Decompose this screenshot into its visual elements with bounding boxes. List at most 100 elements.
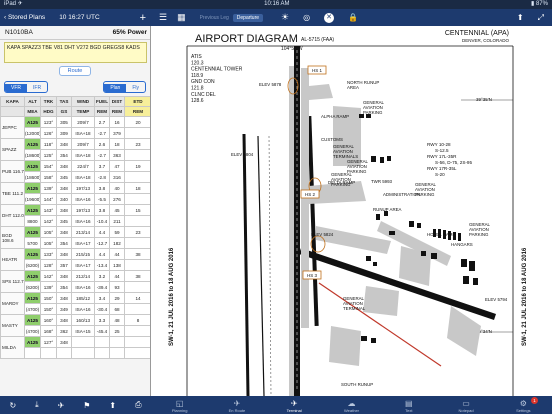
- departure-button[interactable]: Departure: [232, 13, 264, 22]
- plan-option[interactable]: Plan: [104, 84, 127, 92]
- navlog-cell: 125°: [40, 149, 57, 161]
- hotspot-3[interactable]: HS 3: [307, 273, 318, 278]
- share-icon[interactable]: ⬆: [516, 13, 524, 22]
- fly-option[interactable]: Fly: [132, 85, 139, 91]
- airport-diagram-viewer[interactable]: AIRPORT DIAGRAM AL-5715 (FAA) CENTENNIAL…: [151, 26, 552, 396]
- aircraft-tail[interactable]: N1010BA: [5, 29, 33, 36]
- navlog-cell: 348: [56, 182, 72, 194]
- navlog-cell: [94, 347, 110, 359]
- waypoint-name[interactable]: DHT 112.0: [0, 204, 25, 227]
- navlog-cell: A125: [24, 182, 41, 194]
- navlog-cell: 348: [56, 248, 72, 260]
- hotspot-1[interactable]: HS 1: [312, 68, 323, 73]
- target-icon[interactable]: ◎: [303, 13, 311, 22]
- navlog-cell: 348: [56, 204, 72, 216]
- waypoint-name[interactable]: TBE 111.2: [0, 182, 25, 205]
- layers-icon[interactable]: ▦: [177, 12, 186, 22]
- tab-text[interactable]: ▤Text: [380, 396, 437, 414]
- previous-leg-button[interactable]: Previous Leg: [199, 14, 229, 21]
- table-row[interactable]: [1, 347, 150, 359]
- navlog-cell: -10.4: [94, 215, 110, 227]
- waypoint-name[interactable]: MASTY: [0, 314, 25, 337]
- tab-terminal[interactable]: ✈Terminal: [266, 396, 323, 414]
- download-icon[interactable]: ⤓: [35, 400, 39, 409]
- share-icon[interactable]: ⬆: [109, 400, 117, 410]
- waypoint-name[interactable]: HEATR: [0, 248, 25, 271]
- navlog-cell: 68: [109, 303, 125, 315]
- navlog-cell: 23: [124, 138, 150, 150]
- stored-plans-button[interactable]: ‹ Stored Plans: [4, 14, 46, 21]
- navlog-cell: A125: [24, 116, 41, 128]
- ifr-option[interactable]: IFR: [33, 85, 42, 91]
- flag-icon[interactable]: ⚑: [83, 400, 91, 410]
- navlog-cell: 48: [109, 314, 125, 326]
- waypoint-name[interactable]: SPS 112.7: [0, 270, 25, 293]
- tab-label: Weather: [343, 408, 359, 413]
- waypoint-name[interactable]: MARDY: [0, 292, 25, 315]
- navlog-cell: A125: [24, 270, 41, 282]
- navlog-cell: -30.4: [94, 303, 110, 315]
- print-icon[interactable]: ⎙: [135, 400, 142, 409]
- diagram-label-twr: TWR 5993: [371, 179, 393, 184]
- hotspot-2[interactable]: HS 2: [305, 192, 316, 197]
- navlog-cell: 348: [56, 138, 72, 150]
- close-icon[interactable]: ✕: [324, 12, 335, 23]
- navlog-cell: [124, 336, 150, 348]
- navlog-cell: (6200): [24, 281, 41, 293]
- navlog-cell: 18: [124, 182, 150, 194]
- fullscreen-icon[interactable]: ⤢: [537, 12, 544, 22]
- navlog-cell: REM: [124, 106, 150, 117]
- navlog-cell: [124, 237, 150, 249]
- navlog-cell: 197/13: [71, 182, 95, 194]
- route-button[interactable]: Route: [59, 66, 91, 76]
- navlog-cell: 38: [124, 270, 150, 282]
- navlog-cell: ISA+16: [71, 215, 95, 227]
- navlog-cell: REM: [94, 106, 110, 117]
- navlog-cell: 29: [109, 292, 125, 304]
- navlog-cell: [109, 347, 125, 359]
- tab-planning[interactable]: ◱Planning: [151, 396, 208, 414]
- lock-icon[interactable]: 🔒: [348, 13, 359, 22]
- tab-weather[interactable]: ☁Weather: [323, 396, 380, 414]
- route-string[interactable]: KAPA SPAZZ3 TBE V81 DHT V272 BGD GREGS8 …: [4, 42, 147, 63]
- navlog-cell: MEA: [24, 106, 41, 117]
- waypoint-name[interactable]: SPAZZ: [0, 138, 25, 161]
- frequency-line: CENTENNIAL TOWER: [191, 67, 243, 73]
- refresh-icon[interactable]: ↻: [9, 400, 17, 410]
- waypoint-name[interactable]: JEPPC: [0, 116, 25, 139]
- en-route-icon: ✈: [233, 399, 241, 408]
- settings-badge: 1: [530, 397, 538, 404]
- airplane-icon[interactable]: ✈: [57, 400, 65, 410]
- waypoint-name[interactable]: PUB 116.7: [0, 160, 25, 183]
- flight-rules-toggle: VFR IFR: [4, 81, 49, 93]
- waypoint-name[interactable]: MILDA: [0, 336, 25, 359]
- navlog-cell: ISA+16: [71, 303, 95, 315]
- navlog-cell: -5.5: [94, 193, 110, 205]
- vfr-option[interactable]: VFR: [5, 84, 27, 92]
- tab-notepad[interactable]: ▭Notepad: [437, 396, 494, 414]
- tab-en-route[interactable]: ✈En Route: [208, 396, 265, 414]
- power-setting[interactable]: 65% Power: [112, 29, 147, 36]
- add-plan-button[interactable]: +: [139, 11, 146, 24]
- brightness-icon[interactable]: ☀: [281, 12, 290, 22]
- navlog-cell: 212/14: [71, 270, 95, 282]
- list-icon[interactable]: ☰: [159, 12, 168, 22]
- waypoint-name[interactable]: BGD 108.6: [0, 226, 25, 249]
- navlog-cell: 44: [109, 270, 125, 282]
